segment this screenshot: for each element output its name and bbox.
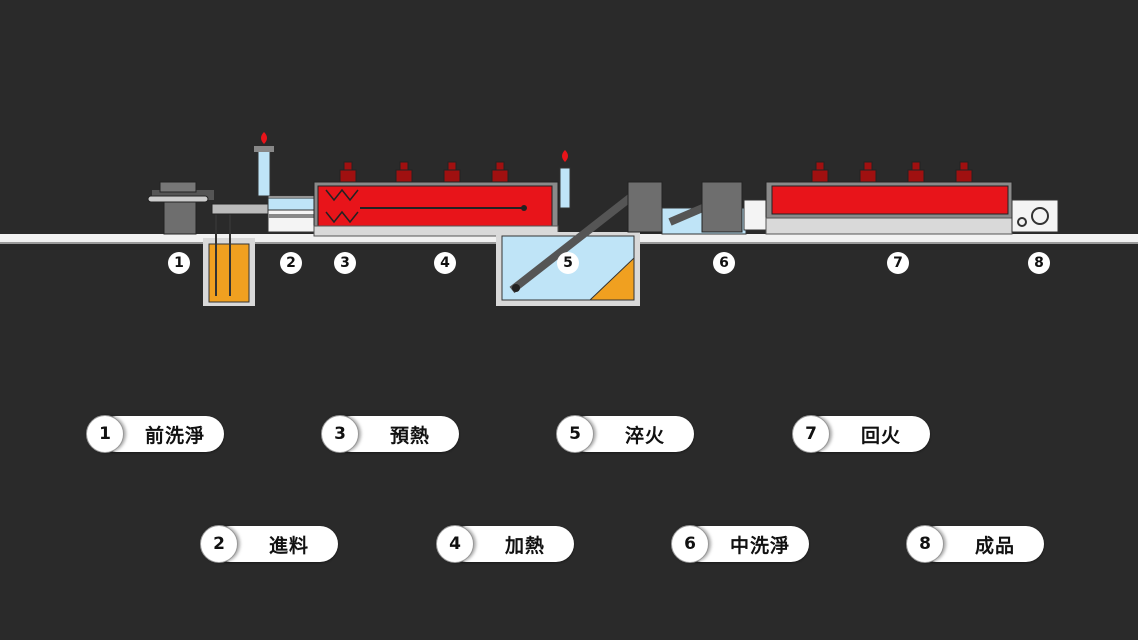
station-number-2: 2 xyxy=(280,252,302,274)
station-number-8: 8 xyxy=(1028,252,1050,274)
station-number-7: 7 xyxy=(887,252,909,274)
legend-number: 5 xyxy=(556,415,594,453)
station-number-5: 5 xyxy=(557,252,579,274)
intermediate-wash xyxy=(661,181,747,235)
tempering-furnace xyxy=(743,161,1013,235)
legend-label: 淬火 xyxy=(624,424,665,447)
legend-label: 加熱 xyxy=(504,534,545,557)
legend-number: 6 xyxy=(671,525,709,563)
legend-label: 預熱 xyxy=(389,424,430,447)
station-number-3: 3 xyxy=(334,252,356,274)
legend-label: 前洗淨 xyxy=(144,424,205,447)
heating-furnace xyxy=(313,150,571,237)
legend-label: 成品 xyxy=(974,534,1015,557)
feeding-station xyxy=(254,132,315,233)
legend-label: 回火 xyxy=(860,424,901,447)
legend-number: 4 xyxy=(436,525,474,563)
legend-number: 1 xyxy=(86,415,124,453)
station-number-6: 6 xyxy=(713,252,735,274)
legend-number: 7 xyxy=(792,415,830,453)
station-number-1: 1 xyxy=(168,252,190,274)
legend-number: 3 xyxy=(321,415,359,453)
product-output xyxy=(1011,199,1059,233)
station-number-4: 4 xyxy=(434,252,456,274)
legend-label: 進料 xyxy=(268,534,309,557)
legend-number: 8 xyxy=(906,525,944,563)
legend-number: 2 xyxy=(200,525,238,563)
prewash-machine xyxy=(147,181,271,306)
process-line-diagram xyxy=(0,132,1138,306)
legend-label: 中洗淨 xyxy=(729,534,790,557)
